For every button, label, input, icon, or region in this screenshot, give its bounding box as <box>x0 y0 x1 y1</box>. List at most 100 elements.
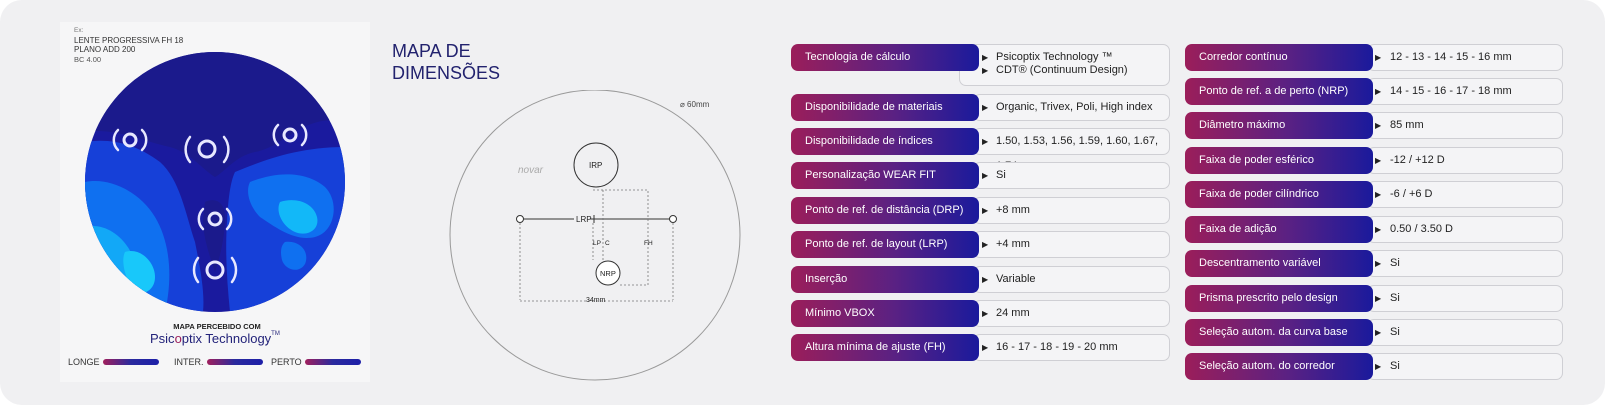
bullet-arrow-icon: ▶ <box>1375 328 1382 337</box>
spec-value-text: +4 mm <box>996 238 1030 250</box>
spec-value: ▶ Organic, Trivex, Poli, High index <box>973 94 1170 121</box>
legend-label: PERTO <box>271 357 302 367</box>
spec-row: Diâmetro máximo▶85 mm <box>1185 112 1563 139</box>
spec-value-text: Si <box>1390 257 1400 269</box>
spec-value-text: -6 / +6 D <box>1390 188 1433 200</box>
bullet-arrow-icon: ▶ <box>982 343 989 352</box>
c-label: C <box>605 240 610 247</box>
spec-label: Personalização WEAR FIT <box>791 162 979 189</box>
spec-row: Seleção autom. do corredor▶ Si <box>1185 353 1563 380</box>
spec-row: Inserção▶Variable <box>791 266 1171 293</box>
spec-label: Altura mínima de ajuste (FH) <box>791 334 979 361</box>
irp-label: IRP <box>589 161 602 170</box>
lp-label: LP <box>593 240 601 247</box>
spec-value-text: 24 mm <box>996 307 1030 319</box>
spec-row: Altura mínima de ajuste (FH)▶ 16 - 17 - 1… <box>791 334 1171 361</box>
spec-value: ▶85 mm <box>1367 112 1563 139</box>
logo-part-3: ptix Technology <box>181 331 272 346</box>
section-title-line-2: DIMENSÕES <box>392 63 501 83</box>
legend-label: LONGE <box>68 357 100 367</box>
legend-bar <box>206 359 263 365</box>
bullet-arrow-icon: ▶ <box>982 53 989 62</box>
lens-caption: Ex: LENTE PROGRESSIVA FH 18 PLANO ADD 20… <box>74 26 183 64</box>
spec-value: ▶ Si <box>1367 353 1563 380</box>
spec-row: Corredor contínuo▶12 - 13 - 14 - 15 - 16… <box>1185 44 1563 71</box>
caption-example: Ex: <box>74 27 84 34</box>
spec-value: ▶ +8 mm <box>973 197 1170 224</box>
spec-value: ▶Variable <box>973 266 1170 293</box>
bullet-arrow-icon: ▶ <box>982 240 989 249</box>
spec-label: Ponto de ref. de layout (LRP) <box>791 231 979 258</box>
spec-value-text: Psicoptix Technology ™ <box>996 51 1113 63</box>
spec-value: ▶24 mm <box>973 300 1170 327</box>
spec-label: Ponto de ref. de distância (DRP) <box>791 197 979 224</box>
spec-value: ▶ +4 mm <box>973 231 1170 258</box>
spec-label: Seleção autom. do corredor <box>1185 353 1373 380</box>
caption-line-1: LENTE PROGRESSIVA FH 18 <box>74 35 184 45</box>
spec-value-text: 14 - 15 - 16 - 17 - 18 mm <box>1390 85 1512 97</box>
spec-label: Disponibilidade de materiais <box>791 94 979 121</box>
right-endpoint <box>669 215 677 223</box>
spec-label: Tecnologia de cálculo <box>791 44 979 71</box>
spec-row: Disponibilidade de materiais▶ Organic, Tr… <box>791 94 1171 121</box>
spec-value-text: Organic, Trivex, Poli, High index <box>996 101 1153 113</box>
spec-label: Prisma prescrito pelo design <box>1185 285 1373 312</box>
spec-value-text: Variable <box>996 273 1036 285</box>
legend-perto: PERTO <box>271 357 361 367</box>
logo-tm: TM <box>271 331 280 337</box>
spec-value: ▶ Si <box>1367 250 1563 277</box>
novar-mark: novar <box>518 165 544 176</box>
bullet-arrow-icon: ▶ <box>982 206 989 215</box>
spec-row: Mínimo VBOX▶24 mm <box>791 300 1171 327</box>
spec-value: ▶ 14 - 15 - 16 - 17 - 18 mm <box>1367 78 1563 105</box>
spec-row: Descentramento variável▶ Si <box>1185 250 1563 277</box>
bullet-arrow-icon: ▶ <box>982 103 989 112</box>
bullet-arrow-icon: ▶ <box>1375 362 1382 371</box>
spec-value-text: 12 - 13 - 14 - 15 - 16 mm <box>1390 51 1512 63</box>
spec-value-text: CDT® (Continuum Design) <box>996 64 1128 76</box>
spec-value: ▶ 16 - 17 - 18 - 19 - 20 mm <box>973 334 1170 361</box>
perceived-map-label: MAPA PERCEBIDO COM <box>173 322 261 331</box>
caption-line-2: PLANO ADD 200 <box>74 45 136 54</box>
spec-value-text: 0.50 / 3.50 D <box>1390 223 1453 235</box>
bullet-arrow-icon: ▶ <box>1375 121 1382 130</box>
bullet-arrow-icon: ▶ <box>1375 87 1382 96</box>
spec-label: Inserção <box>791 266 979 293</box>
bullet-arrow-icon: ▶ <box>1375 225 1382 234</box>
width-label: 34mm <box>586 297 606 304</box>
bullet-arrow-icon: ▶ <box>1375 53 1382 62</box>
spec-row: Faixa de adição▶ 0.50 / 3.50 D <box>1185 216 1563 243</box>
spec-value: ▶ 12 - 13 - 14 - 15 - 16 mm <box>1367 44 1563 71</box>
spec-value-text: Si <box>1390 360 1400 372</box>
spec-label: Faixa de poder cilíndrico <box>1185 181 1373 208</box>
spec-value-text: -12 / +12 D <box>1390 154 1445 166</box>
spec-value-text: Si <box>1390 292 1400 304</box>
fh-label: FH <box>644 240 653 247</box>
legend-bar <box>102 359 159 365</box>
spec-row: Prisma prescrito pelo design▶Si <box>1185 285 1563 312</box>
spec-label: Diâmetro máximo <box>1185 112 1373 139</box>
spec-value-text: 16 - 17 - 18 - 19 - 20 mm <box>996 341 1118 353</box>
bullet-arrow-icon: ▶ <box>1375 156 1382 165</box>
spec-value-text: +8 mm <box>996 204 1030 216</box>
bullet-arrow-icon: ▶ <box>1375 259 1382 268</box>
spec-label: Faixa de adição <box>1185 216 1373 243</box>
bullet-arrow-icon: ▶ <box>982 66 989 75</box>
nrp-label: NRP <box>600 269 616 278</box>
diameter-label: ⌀ 60mm <box>680 100 710 109</box>
spec-value: ▶Si <box>973 162 1170 189</box>
spec-label: Descentramento variável <box>1185 250 1373 277</box>
left-endpoint <box>516 215 524 223</box>
spec-row: Tecnologia de cálculo▶ Psicoptix Technolo… <box>791 44 1171 86</box>
legend-inter: INTER. <box>174 357 263 367</box>
lens-power-map <box>85 52 345 312</box>
section-title-line-1: MAPA DE <box>392 41 471 61</box>
spec-row: Ponto de ref. de distância (DRP)▶ +8 mm <box>791 197 1171 224</box>
spec-label: Seleção autom. da curva base <box>1185 319 1373 346</box>
irp-circle <box>573 142 619 188</box>
spec-row: Seleção autom. da curva base▶Si <box>1185 319 1563 346</box>
bullet-arrow-icon: ▶ <box>982 171 989 180</box>
spec-value: ▶ -12 / +12 D <box>1367 147 1563 174</box>
legend-longe: LONGE <box>68 357 159 367</box>
